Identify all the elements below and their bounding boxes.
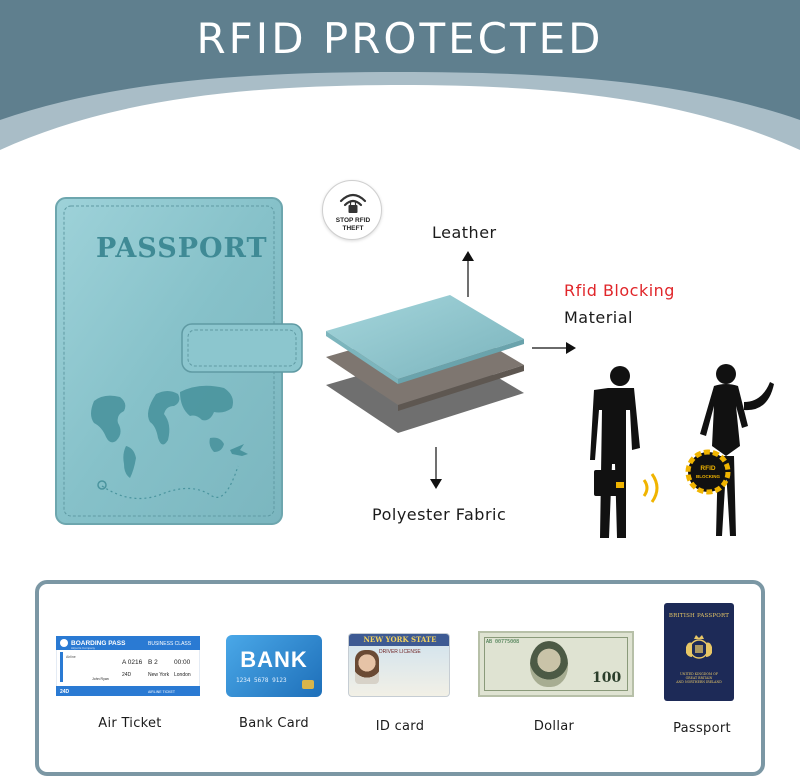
chip-icon (302, 680, 314, 689)
id-card-subtitle: DRIVER LICENSE (379, 649, 421, 655)
passport-cover-image (54, 196, 304, 526)
svg-text:24D: 24D (60, 689, 70, 695)
passport-booklet-image: BRITISH PASSPORT UNITED KINGDOM OF GREAT… (664, 603, 734, 701)
banner-shape (0, 0, 800, 150)
woman-silhouette (700, 364, 774, 536)
svg-text:Airports Company: Airports Company (71, 646, 96, 650)
boarding-pass-title: BOARDING PASS (71, 640, 126, 647)
svg-text:New York: New York (148, 672, 170, 678)
header-banner: RFID PROTECTED (0, 0, 800, 170)
svg-text:24D: 24D (122, 672, 132, 678)
svg-text:B 2: B 2 (148, 659, 158, 666)
royal-crest-icon (686, 635, 712, 659)
scanner-device-icon (616, 482, 624, 488)
bank-card-number: 1234 5678 9123 (236, 677, 287, 684)
svg-text:BLOCKING: BLOCKING (696, 474, 720, 479)
dollar-portrait (530, 641, 568, 687)
flight-number-text: A 0216 (122, 659, 143, 666)
id-card-header-bar (349, 634, 449, 646)
layers-diagram (318, 245, 598, 510)
svg-text:RFID: RFID (700, 465, 715, 472)
rfid-badge-text: STOP RFID THEFT (335, 217, 371, 232)
bank-card-label: Bank Card (239, 716, 309, 731)
passport-booklet-title: BRITISH PASSPORT (668, 613, 730, 619)
passport-label: Passport (673, 721, 731, 736)
dollar-denomination: 100 (592, 670, 622, 686)
polyester-label: Polyester Fabric (372, 505, 507, 524)
rfid-blocking-wallet-icon (685, 449, 731, 495)
bank-card-title: BANK (240, 647, 308, 672)
air-ticket-label: Air Ticket (98, 716, 162, 731)
dollar-label: Dollar (533, 719, 575, 734)
dollar-border (484, 637, 628, 691)
dollar-serial: AB 00775008 (486, 639, 520, 645)
air-ticket-image: BOARDING PASS BUSINESS CLASS Airports Co… (55, 635, 201, 697)
svg-text:John Ryan: John Ryan (92, 677, 109, 681)
business-class-text: BUSINESS CLASS (148, 641, 192, 647)
id-card-label: ID card (375, 719, 425, 734)
material-label: Material (564, 308, 633, 327)
svg-text:AIRLINE TICKET: AIRLINE TICKET (148, 690, 176, 694)
signal-icon (642, 479, 649, 497)
svg-text:London: London (174, 672, 191, 678)
svg-text:Airline: Airline (66, 655, 76, 659)
passport-booklet-subtitle: UNITED KINGDOM OF GREAT BRITAIN AND NORT… (676, 672, 722, 685)
man-silhouette (590, 366, 640, 538)
thief-scene-illustration: RFID BLOCKING (588, 362, 788, 552)
wifi-lock-icon (339, 193, 367, 213)
id-card-image: NEW YORK STATE DRIVER LICENSE (348, 633, 450, 697)
bank-card-image: BANK 1234 5678 9123 (226, 635, 322, 697)
svg-text:00:00: 00:00 (174, 659, 191, 666)
dollar-bill-image: AB 00775008 100 (478, 631, 634, 697)
passport-cover-title: PASSPORT (96, 233, 268, 264)
id-photo (355, 650, 379, 684)
id-card-title: NEW YORK STATE (363, 635, 437, 644)
rfid-badge: STOP RFID THEFT (322, 180, 382, 240)
page-title: RFID PROTECTED (196, 14, 604, 63)
rfid-blocking-label: Rfid Blocking (564, 281, 675, 300)
leather-label: Leather (432, 223, 497, 242)
